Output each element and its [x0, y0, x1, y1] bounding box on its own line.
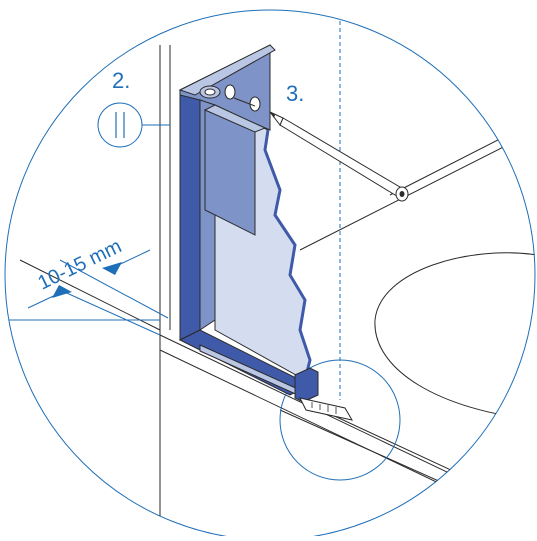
measuring-tape [299, 397, 354, 421]
dimension-lines [5, 259, 169, 336]
step-3-label: 3. [286, 81, 304, 106]
door-frame [178, 44, 319, 403]
dimension-label: 10-15 mm [35, 235, 126, 294]
detail-circle-small [279, 359, 401, 481]
step-2-label: 2. [112, 68, 130, 93]
level-icon [97, 102, 143, 148]
dimension-arrows [27, 249, 151, 309]
pencil [269, 111, 409, 202]
